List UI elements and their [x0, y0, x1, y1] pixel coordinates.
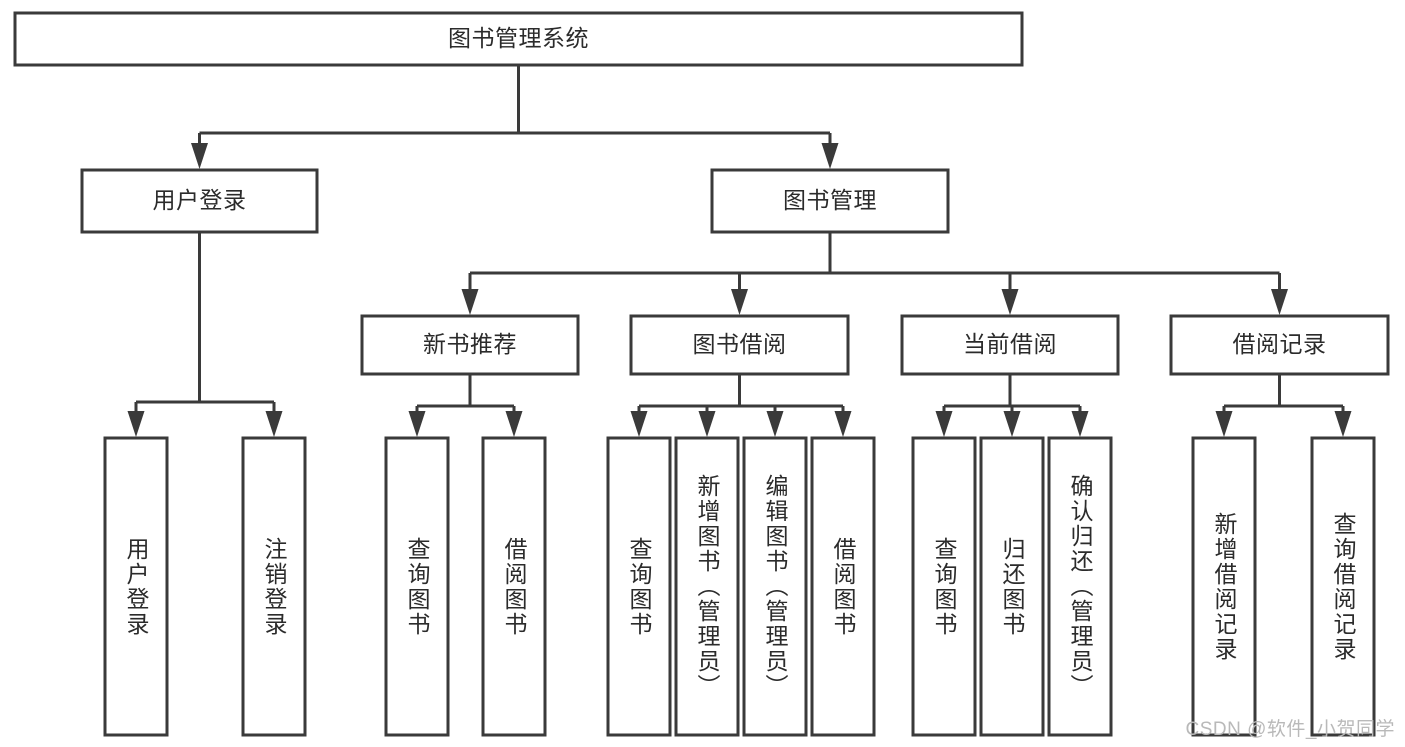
arrowhead-br_add [1215, 411, 1233, 437]
watermark-text: CSDN @软件_小贺同学 [1185, 719, 1395, 740]
node-box-cur_borrow[interactable] [900, 314, 1120, 376]
node-box-cb_return[interactable] [979, 436, 1045, 737]
node-box-borrow_rec[interactable] [1169, 314, 1390, 376]
node-box-cb_confirm[interactable] [1047, 436, 1113, 737]
arrowhead-cb_query [935, 411, 953, 437]
node-box-bb_add[interactable] [674, 436, 740, 737]
arrowhead-cur_borrow [1001, 289, 1019, 315]
node-box-rec_query[interactable] [384, 436, 450, 737]
arrowhead-rec_borrow [505, 411, 523, 437]
node-box-user_login[interactable] [80, 168, 319, 234]
node-box-root[interactable] [13, 11, 1024, 67]
arrowhead-leaf_login [127, 411, 145, 437]
node-box-bb_borrow[interactable] [810, 436, 876, 737]
node-box-leaf_logout[interactable] [241, 436, 307, 737]
node-box-book_borrow[interactable] [629, 314, 850, 376]
node-box-bb_edit[interactable] [742, 436, 808, 737]
node-box-book_mgmt[interactable] [710, 168, 950, 234]
node-box-leaf_login[interactable] [103, 436, 169, 737]
arrowhead-book_borrow [731, 289, 748, 315]
arrowhead-bb_borrow [834, 411, 852, 437]
arrowhead-user_login [191, 143, 208, 169]
node-box-br_add[interactable] [1191, 436, 1257, 737]
arrowhead-cb_confirm [1071, 411, 1089, 437]
arrowhead-rec_query [408, 411, 426, 437]
edges-layer [127, 65, 1352, 437]
node-boxes-layer [13, 11, 1390, 737]
node-box-bb_query[interactable] [606, 436, 672, 737]
node-box-br_query[interactable] [1310, 436, 1376, 737]
arrowhead-bb_add [698, 411, 716, 437]
arrowhead-borrow_rec [1271, 289, 1288, 315]
node-box-new_rec[interactable] [360, 314, 580, 376]
arrowhead-leaf_logout [265, 411, 283, 437]
arrowhead-bb_edit [766, 411, 784, 437]
node-box-rec_borrow[interactable] [481, 436, 547, 737]
arrowhead-cb_return [1003, 411, 1021, 437]
arrowhead-br_query [1334, 411, 1352, 437]
arrowhead-book_mgmt [821, 143, 839, 169]
arrowhead-bb_query [630, 411, 648, 437]
node-box-cb_query[interactable] [911, 436, 977, 737]
arrowhead-new_rec [461, 289, 479, 315]
